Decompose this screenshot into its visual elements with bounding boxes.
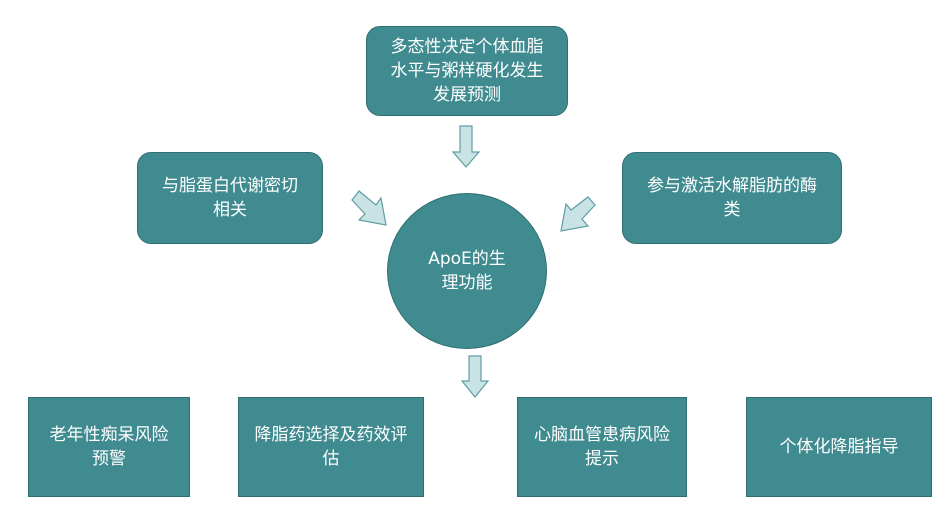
center-node: ApoE的生 理功能 bbox=[387, 193, 547, 349]
node-bottom-2: 降脂药选择及药效评 估 bbox=[238, 397, 424, 497]
node-bottom-3: 心脑血管患病风险 提示 bbox=[517, 397, 687, 497]
arrow-top-down bbox=[451, 125, 481, 168]
arrow-bottom-down bbox=[460, 355, 490, 398]
node-right: 参与激活水解脂肪的酶 类 bbox=[622, 152, 842, 244]
node-bottom-2-label: 降脂药选择及药效评 估 bbox=[254, 425, 408, 469]
node-bottom-3-label: 心脑血管患病风险 提示 bbox=[534, 425, 670, 469]
node-top: 多态性决定个体血脂 水平与粥样硬化发生 发展预测 bbox=[366, 26, 568, 116]
center-node-label: ApoE的生 理功能 bbox=[428, 249, 506, 293]
node-bottom-4-label: 个体化降脂指导 bbox=[779, 437, 899, 457]
arrow-left-diagonal bbox=[351, 190, 387, 226]
node-bottom-1-label: 老年性痴呆风险 预警 bbox=[49, 425, 169, 469]
node-left: 与脂蛋白代谢密切 相关 bbox=[137, 152, 323, 244]
node-bottom-4: 个体化降脂指导 bbox=[746, 397, 932, 497]
node-bottom-1: 老年性痴呆风险 预警 bbox=[28, 397, 190, 497]
node-right-label: 参与激活水解脂肪的酶 类 bbox=[647, 176, 817, 220]
node-left-label: 与脂蛋白代谢密切 相关 bbox=[162, 176, 298, 220]
node-top-label: 多态性决定个体血脂 水平与粥样硬化发生 发展预测 bbox=[390, 37, 544, 105]
arrow-right-diagonal bbox=[560, 196, 596, 232]
